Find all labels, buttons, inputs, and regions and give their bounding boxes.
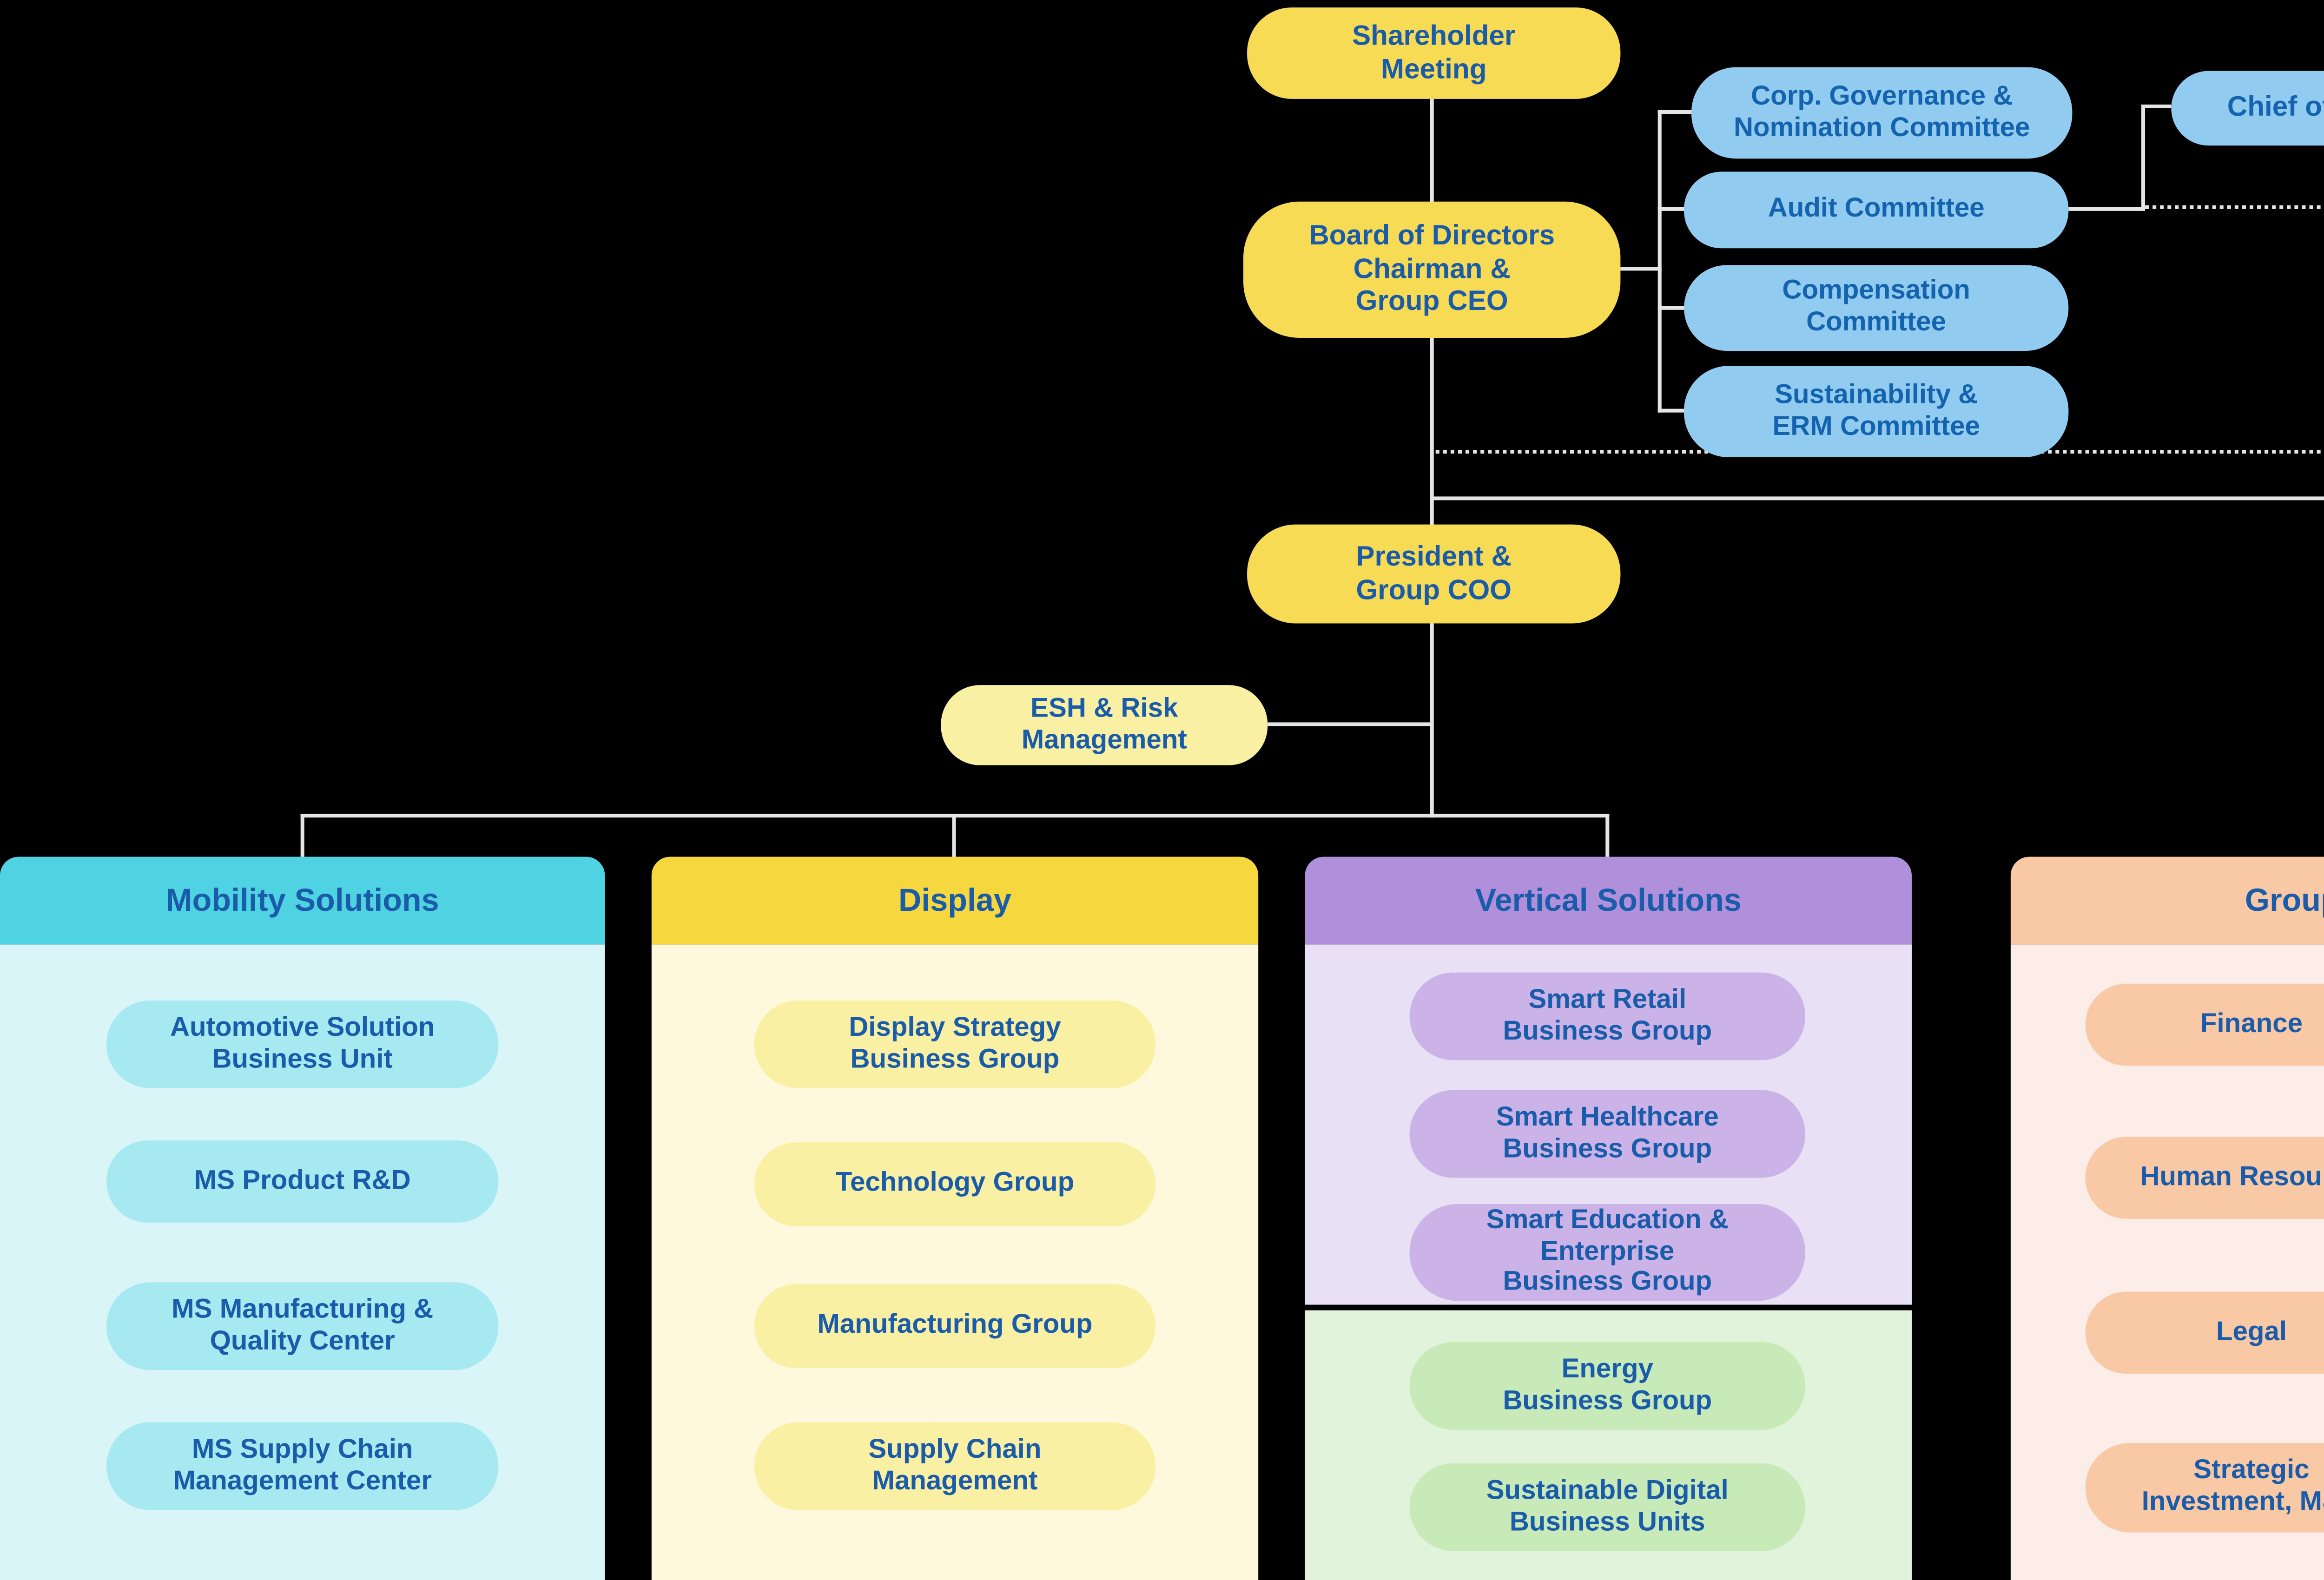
node-smart-retail-bg: Smart Retail Business Group [1409,972,1806,1060]
node-technology-group: Technology Group [754,1142,1156,1226]
connector-drop-mobility [300,814,304,859]
node-esh-risk-management: ESH & Risk Management [941,685,1268,765]
committee-compensation: Compensation Committee [1684,265,2069,351]
connector-esh-stub [1268,722,1432,726]
display-header: Display [651,856,1259,945]
node-human-resource: Human Resource [2085,1137,2324,1219]
connector-audit-compliance-h [2068,207,2146,211]
connector-compliance-stub [2141,104,2172,108]
node-energy-bg: Energy Business Group [1409,1342,1806,1430]
node-sustainable-digital-bu: Sustainable Digital Business Units [1409,1463,1806,1551]
node-board-of-directors: Board of Directors Chairman & Group CEO [1243,201,1621,338]
connector-drop-display [952,814,956,859]
connector-stub-audit [1657,207,1688,211]
node-smart-education-enterprise-bg: Smart Education & Enterprise Business Gr… [1409,1204,1806,1301]
dotted-audit-auditing-h-top [2145,205,2324,209]
node-legal: Legal [2085,1291,2324,1374]
node-president-group-coo: President & Group COO [1247,524,1621,624]
connector-stub-sustainability [1657,408,1688,413]
node-manufacturing-group: Manufacturing Group [754,1284,1156,1369]
connector-drop-vertical [1605,814,1610,859]
node-strategic-investment-ma: Strategic Investment, M&A [2085,1442,2324,1533]
node-ms-product-rd: MS Product R&D [106,1140,499,1223]
connector-president-down [1430,623,1434,818]
department-mobility-solutions: Mobility Solutions Automotive Solution B… [0,856,605,1580]
connector-to-giu-h [1430,496,2324,500]
vertical-solutions-header: Vertical Solutions [1305,856,1912,945]
connector-shareholder-board [1430,99,1434,204]
node-chief-of-compliance: Chief of Compliance [2171,71,2324,146]
node-display-strategy-bg: Display Strategy Business Group [754,1000,1156,1088]
node-ms-supply-chain: MS Supply Chain Management Center [106,1422,499,1510]
node-supply-chain-management: Supply Chain Management [754,1422,1156,1510]
committee-audit: Audit Committee [1684,171,2069,249]
node-automotive-solution-bu: Automotive Solution Business Unit [106,1000,499,1088]
connector-stub-compensation [1657,306,1688,310]
mobility-header: Mobility Solutions [0,856,605,945]
department-group-infrastructure: Group Infrastructure Unit Finance Digita… [2010,856,2324,1580]
department-display: Display Display Strategy Business Group … [651,856,1259,1580]
node-finance: Finance [2085,983,2324,1066]
connector-committee-bracket [1657,110,1662,413]
department-vertical-solutions: Vertical Solutions Smart Retail Business… [1305,856,1912,1580]
connector-board-committees [1620,267,1662,271]
committee-sustainability-erm: Sustainability & ERM Committee [1684,366,2069,458]
giu-header: Group Infrastructure Unit [2010,856,2324,945]
connector-stub-corp-governance [1657,110,1692,114]
connector-board-president [1430,338,1434,527]
node-smart-healthcare-bg: Smart Healthcare Business Group [1409,1090,1806,1178]
connector-audit-compliance-v [2141,106,2146,211]
node-shareholder-meeting: Shareholder Meeting [1247,7,1621,99]
committee-corp-governance-nomination: Corp. Governance & Nomination Committee [1691,67,2073,159]
node-ms-manufacturing-quality: MS Manufacturing & Quality Center [106,1282,499,1370]
